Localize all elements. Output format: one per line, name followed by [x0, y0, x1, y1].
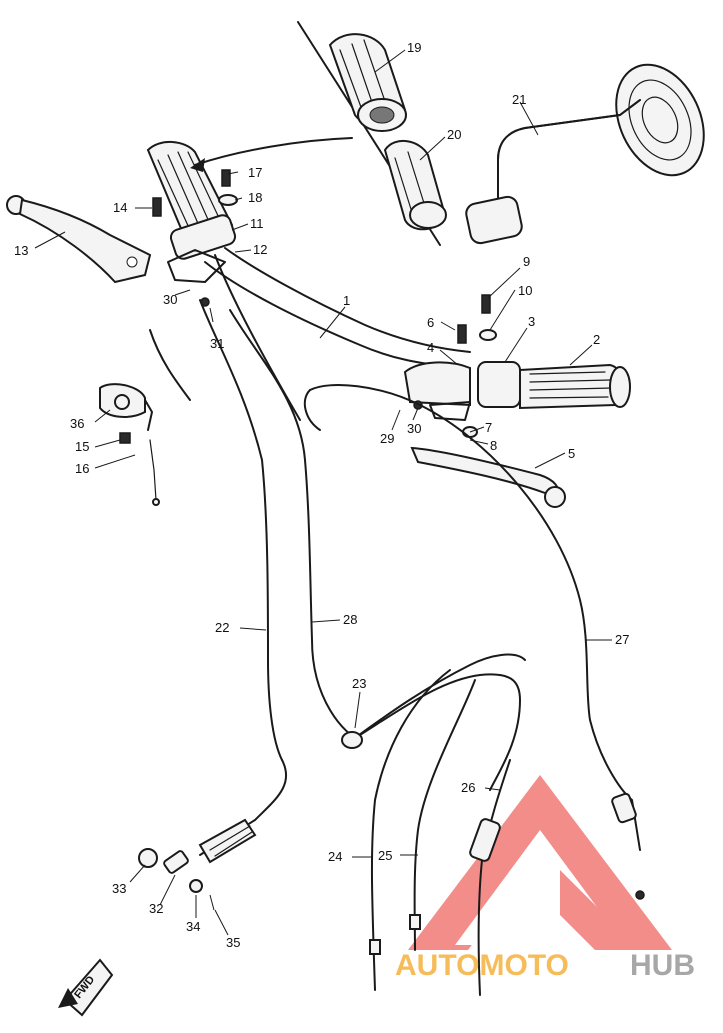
callout-12: 12 — [253, 242, 267, 257]
callout-21: 21 — [512, 92, 526, 107]
callout-14: 14 — [113, 200, 127, 215]
callout-27: 27 — [615, 632, 629, 647]
callout-5: 5 — [568, 446, 575, 461]
watermark-brand-hub: HUB — [630, 949, 695, 982]
callout-18: 18 — [248, 190, 262, 205]
callout-4: 4 — [427, 340, 434, 355]
cables — [149, 299, 641, 996]
choke-lever-assembly — [99, 383, 160, 506]
callout-28: 28 — [343, 612, 357, 627]
callout-29: 29 — [380, 431, 394, 446]
callout-23: 23 — [352, 676, 366, 691]
callout-1: 1 — [343, 293, 350, 308]
callout-labels: 1 2 3 4 5 6 7 8 9 10 11 12 13 14 15 16 1… — [14, 40, 629, 950]
callout-6: 6 — [427, 315, 434, 330]
watermark-brand-automoto: AUTOMOTO — [395, 949, 569, 982]
callout-7: 7 — [485, 420, 492, 435]
clutch-lever — [6, 195, 152, 284]
watermark-logo — [408, 775, 672, 950]
callout-10: 10 — [518, 283, 532, 298]
callout-35: 35 — [226, 935, 240, 950]
callout-20: 20 — [447, 127, 461, 142]
grip-detail-box — [297, 21, 447, 246]
mirror — [465, 63, 705, 245]
callout-2: 2 — [593, 332, 600, 347]
callout-25: 25 — [378, 848, 392, 863]
fwd-direction-marker: FWD — [58, 958, 114, 1017]
leader-lines — [34, 49, 612, 936]
callout-22: 22 — [215, 620, 229, 635]
callout-32: 32 — [149, 901, 163, 916]
callout-8: 8 — [490, 438, 497, 453]
callout-16: 16 — [75, 461, 89, 476]
callout-24: 24 — [328, 849, 342, 864]
callout-33: 33 — [112, 881, 126, 896]
callout-13: 13 — [14, 243, 28, 258]
cable-fittings — [138, 731, 645, 955]
callout-11: 11 — [250, 216, 264, 231]
callout-19: 19 — [407, 40, 421, 55]
right-grip-assembly — [403, 361, 631, 508]
callout-9: 9 — [523, 254, 530, 269]
callout-34: 34 — [186, 919, 200, 934]
callout-30b: 30 — [407, 421, 421, 436]
callout-36: 36 — [70, 416, 84, 431]
callout-17: 17 — [248, 165, 262, 180]
callout-30a: 30 — [163, 292, 177, 307]
watermark-text: AUTOMOTO HUB — [395, 949, 695, 982]
callout-15: 15 — [75, 439, 89, 454]
callout-31: 31 — [210, 336, 224, 351]
small-hardware — [152, 169, 497, 438]
callout-26: 26 — [461, 780, 475, 795]
left-grip-assembly — [146, 141, 237, 283]
callout-3: 3 — [528, 314, 535, 329]
